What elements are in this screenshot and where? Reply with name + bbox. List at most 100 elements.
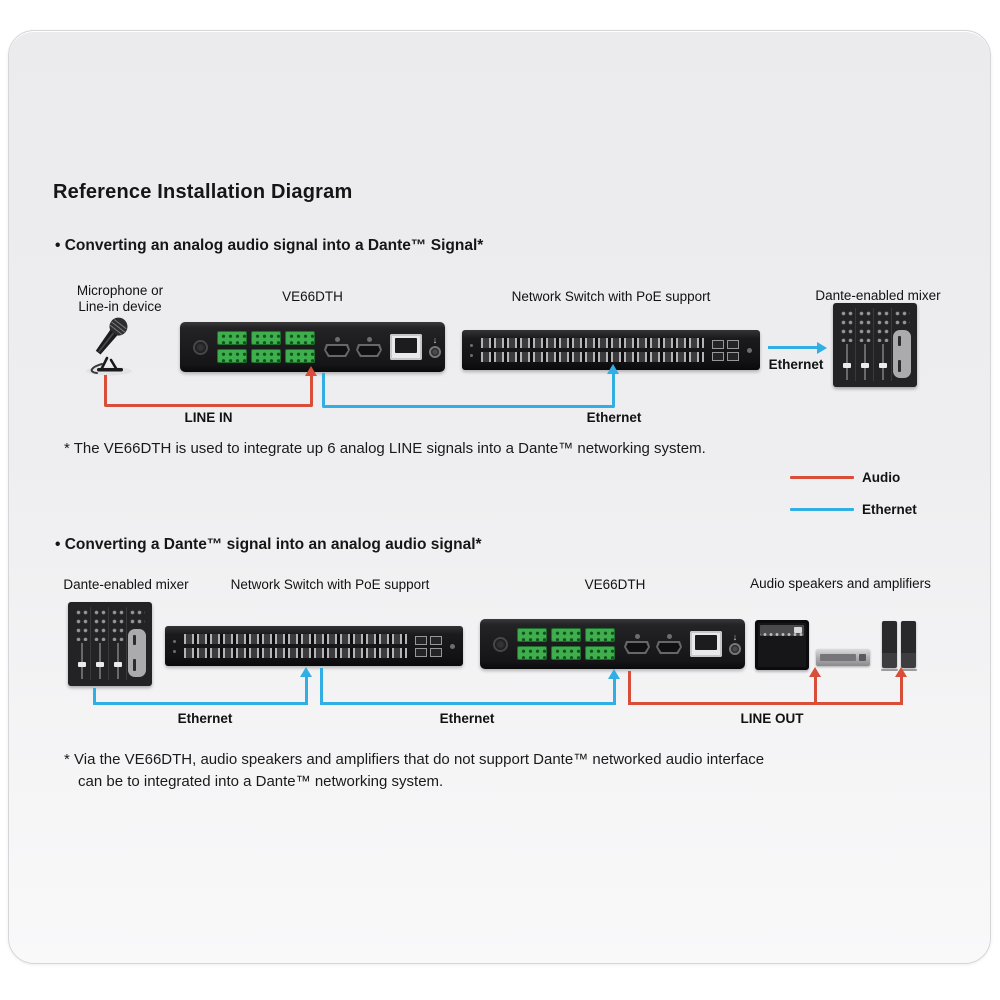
master-section [127,607,147,680]
vent-holes [173,639,176,653]
ethernet-port [390,334,422,360]
connector-segment [814,676,817,705]
section2-heading: • Converting a Dante™ signal into an ana… [55,536,482,553]
ve66dth-device-2: ↓ [480,619,745,669]
ethernet-arrow-head-1 [607,364,619,374]
sfp-ports [415,635,442,657]
fader [75,643,89,679]
fader [876,344,890,380]
fader [93,643,107,679]
section2-footnote: * Via the VE66DTH, audio speakers and am… [64,749,764,793]
connector-segment [628,702,903,705]
ethernet-bracket-label-1: Ethernet [586,410,642,425]
terminal-block [551,646,581,660]
port-row [184,634,407,644]
ethernet-port [690,631,722,657]
section1-footnote: * The VE66DTH is used to integrate up 6 … [64,440,706,457]
line-out-arrow-head-2 [895,667,907,677]
terminal-block [551,628,581,642]
master-section [892,308,912,381]
microphone-label: Microphone or Line-in device [76,283,164,315]
connector-segment [613,678,616,705]
screw-icon [334,337,340,342]
microphone-icon [86,317,132,376]
network-switch-device-2 [165,626,463,666]
channel-strip [838,308,856,381]
terminal-block [217,349,247,363]
port-row [184,648,407,658]
terminal-block [285,331,315,345]
connector-segment [305,676,308,705]
channel-strip [109,607,127,680]
network-switch-label-2: Network Switch with PoE support [230,577,430,592]
terminal-block [285,349,315,363]
knob-column [857,308,872,342]
speaker-right [900,621,917,671]
fader [111,643,125,679]
section1-heading: • Converting an analog audio signal into… [55,237,484,254]
terminal-block [217,331,247,345]
port-row [481,352,704,362]
ground-icon: ↓ [432,335,438,345]
mixer-device-1 [833,303,917,387]
section2-footnote-line1: * Via the VE66DTH, audio speakers and am… [64,751,765,768]
channel-strip [856,308,874,381]
terminal-block [251,331,281,345]
master-panel [128,629,146,677]
ethernet-arrow-label: Ethernet [768,357,824,372]
hdmi-port [656,634,682,654]
terminal-block [517,646,547,660]
terminal-blocks [517,628,615,660]
ve66dth-device-1: ↓ [180,322,445,372]
mixer-label-2: Dante-enabled mixer [63,577,189,592]
connector-segment [320,702,616,705]
master-panel [893,330,911,378]
channel-strip [73,607,91,680]
ethernet-label-2b: Ethernet [439,711,495,726]
knob-column [74,607,89,641]
port-row [481,338,704,348]
ethernet-arrow-head-2 [300,667,312,677]
knob-column [839,308,854,342]
line-in-bracket [104,375,313,407]
terminal-block [585,628,615,642]
screw-icon [366,337,372,342]
legend-audio-label: Audio [862,470,901,485]
mixer-label-1: Dante-enabled mixer [815,288,941,303]
hdmi-port [356,337,382,357]
ground-terminal: ↓ [729,633,741,655]
amp-cabinet [755,620,809,670]
connector-segment [320,668,323,705]
page-title: Reference Installation Diagram [53,181,353,203]
section2-footnote-line2: can be to integrated into a Dante™ netwo… [78,772,444,790]
ethernet-arrow-head-3 [608,669,620,679]
ground-terminal: ↓ [429,336,441,358]
knob-column [875,308,890,342]
speakers-label: Audio speakers and amplifiers [750,576,931,591]
mixer-device-2 [68,602,152,686]
knob-grid [129,607,145,625]
ethernet-arrow-line [768,346,818,349]
speaker-left [881,621,898,671]
network-switch-label-1: Network Switch with PoE support [511,289,711,304]
legend-ethernet-label: Ethernet [862,502,917,517]
ground-icon: ↓ [732,632,738,642]
sfp-ports [712,339,739,361]
line-out-label: LINE OUT [740,711,804,726]
terminal-block [251,349,281,363]
connector-segment [900,676,903,705]
terminal-blocks [217,331,315,363]
terminal-block [585,646,615,660]
ve66dth-label-2: VE66DTH [584,577,646,592]
power-button [493,636,508,652]
screw-icon [666,634,672,639]
connector-segment [93,702,308,705]
hdmi-port [324,337,350,357]
knob-grid [894,308,910,326]
line-in-arrow-head [305,366,317,376]
channel-strip [91,607,109,680]
terminal-block [517,628,547,642]
network-switch-device-1 [462,330,760,370]
screw-icon [634,634,640,639]
power-button [193,339,208,355]
